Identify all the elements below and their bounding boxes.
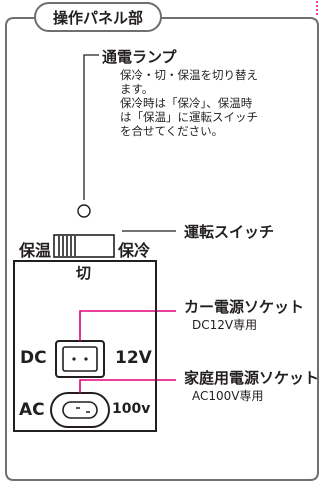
ac-label: AC [19,400,45,420]
lamp-indicator [77,204,91,218]
lamp-label: 通電ランプ [102,48,177,66]
lamp-description-line: 保冷時は「保冷」、保温時 [120,96,253,110]
dc-label: DC [20,348,47,368]
section-title-tab: 操作パネル部 [34,2,162,32]
home-socket-drawing [50,392,110,428]
switch-left-label: 保温 [19,241,52,260]
lamp-leader-line [83,54,99,200]
switch-label: 運転スイッチ [184,223,275,241]
pink-dotted-mark [316,1,318,15]
switch-right-label: 保冷 [118,241,151,260]
car-socket-label: カー電源ソケット [184,298,305,316]
lamp-description-line: を合せてください。 [120,124,224,138]
car-socket-sublabel: DC12V専用 [192,318,258,332]
home-socket-sublabel: AC100V専用 [192,389,264,403]
section-title: 操作パネル部 [52,8,143,27]
lamp-description-line: 保冷・切・保温を切り替え [120,68,258,82]
home-socket-label: 家庭用電源ソケット [184,369,320,387]
lamp-description-line: ます。 [120,82,154,96]
100v-label: 100v [112,401,151,417]
switch-off-label: 切 [76,264,92,282]
12v-label: 12V [115,348,152,368]
car-socket-drawing [55,340,105,378]
home-socket-leader-line [79,379,176,393]
car-socket-leader-line [79,310,176,341]
operation-switch [53,234,115,258]
lamp-description-line: は「保温」に運転スイッチ [120,110,258,124]
control-panel [13,260,157,432]
